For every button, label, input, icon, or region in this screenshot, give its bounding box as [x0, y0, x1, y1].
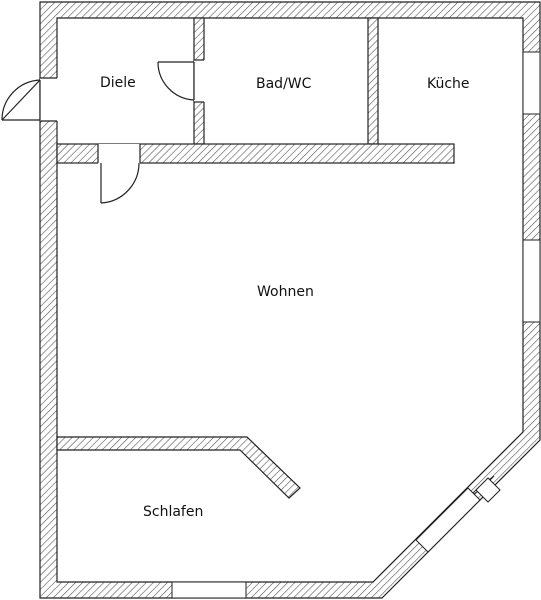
room-label-wohnen: Wohnen	[257, 284, 314, 300]
room-label-diele: Diele	[100, 75, 136, 91]
window-wohnen-1	[522, 239, 541, 323]
bad-door	[157, 61, 195, 101]
entrance-door-gap	[40, 78, 58, 121]
wall-bad-kueche	[367, 17, 379, 145]
entrance-door	[1, 79, 41, 121]
wohnen-door-gap	[98, 144, 140, 164]
window-diagonal-2	[415, 487, 481, 553]
room-label-kueche: Küche	[427, 76, 470, 92]
wall-schlafen	[56, 436, 301, 499]
window-kueche	[522, 51, 541, 115]
room-label-bad: Bad/WC	[256, 76, 312, 92]
window-schlafen-bottom	[171, 581, 247, 599]
wohnen-door	[100, 162, 140, 204]
room-label-schlafen: Schlafen	[143, 504, 203, 520]
wall-top-horizontal	[56, 143, 455, 164]
bad-door-gap	[194, 60, 205, 102]
window-diagonal-1b	[475, 477, 501, 503]
